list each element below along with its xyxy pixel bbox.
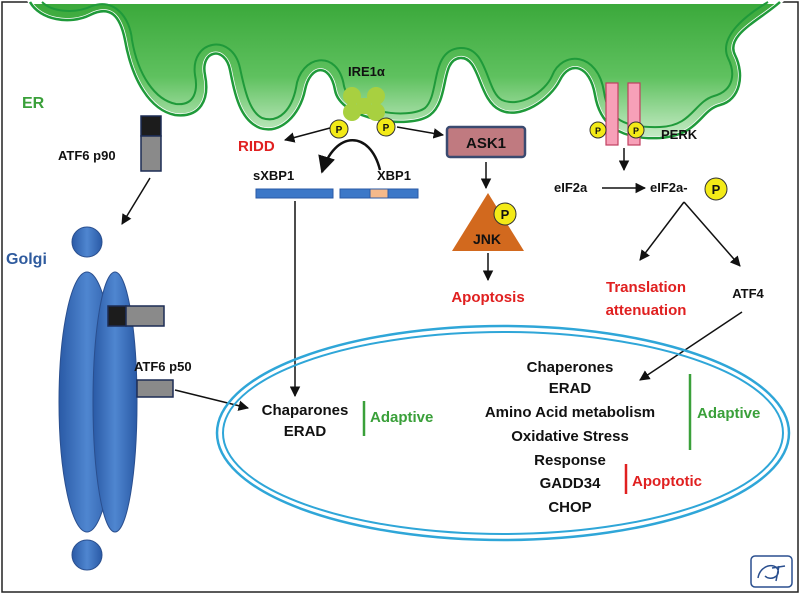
golgi-apparatus xyxy=(58,226,138,571)
sxbp1-label: sXBP1 xyxy=(253,168,294,183)
ask1-label: ASK1 xyxy=(466,135,506,152)
svg-text:P: P xyxy=(501,207,510,222)
list-item: ERAD xyxy=(284,423,327,440)
atf6-in-golgi xyxy=(107,305,165,327)
atf6-to-golgi-arrow xyxy=(121,177,151,225)
nucleus-right-list: Chaperones ERAD Amino Acid metabolism Ox… xyxy=(485,359,655,516)
apoptosis-label: Apoptosis xyxy=(451,289,524,306)
eif2a-p-label: eIF2a- xyxy=(650,180,688,195)
svg-text:P: P xyxy=(595,126,601,136)
list-item: CHOP xyxy=(548,499,591,516)
ire1a-dimer xyxy=(343,87,385,121)
adaptive-tag-left: Adaptive xyxy=(370,409,433,426)
publisher-logo-icon xyxy=(750,555,793,588)
atf6-p50-to-nucleus-arrow xyxy=(174,389,250,411)
eif2a-to-translation-arrow xyxy=(639,201,685,261)
ire1a-phospho-left: P xyxy=(329,119,349,139)
atf6-p90-label: ATF6 p90 xyxy=(58,148,116,163)
svg-text:P: P xyxy=(336,125,343,136)
perk-label: PERK xyxy=(661,127,698,142)
translation-label-line1: Translation xyxy=(606,279,686,296)
list-item: ERAD xyxy=(549,380,592,397)
atf4-to-nucleus-arrow xyxy=(639,311,743,381)
nucleus-left-list: Chaparones ERAD xyxy=(262,402,349,440)
ridd-label: RIDD xyxy=(238,138,275,155)
jnk-label: JNK xyxy=(473,231,501,247)
xbp1-splicing-arrow xyxy=(318,139,382,174)
jnk-triangle xyxy=(452,193,524,251)
svg-text:P: P xyxy=(712,182,721,197)
list-item: Chaparones xyxy=(262,402,349,419)
atf6-p50-label: ATF6 p50 xyxy=(134,359,192,374)
perk-phospho-right: P xyxy=(627,121,645,139)
ire1a-phospho-right: P xyxy=(376,117,396,137)
xbp1-label: XBP1 xyxy=(377,168,411,183)
atf6-p50-protein xyxy=(136,379,174,398)
translation-label-line2: attenuation xyxy=(606,302,687,319)
ire1a-to-ask1-arrow xyxy=(396,126,445,139)
ask1-box xyxy=(445,125,527,159)
svg-text:P: P xyxy=(633,126,639,136)
perk-phospho-left: P xyxy=(589,121,607,139)
nucleus xyxy=(215,324,791,542)
er-label: ER xyxy=(22,95,45,112)
list-item: Response xyxy=(534,452,606,469)
jnk-phospho: P xyxy=(493,202,517,226)
svg-text:P: P xyxy=(383,123,390,134)
ire1a-to-ridd-arrow xyxy=(283,127,331,143)
list-item: Oxidative Stress xyxy=(511,428,629,445)
golgi-label: Golgi xyxy=(6,251,47,268)
atf6-p90-protein xyxy=(140,115,162,172)
eif2a-to-atf4-arrow xyxy=(683,201,741,267)
xbp1-mrna xyxy=(339,188,419,199)
atf4-label: ATF4 xyxy=(732,286,764,301)
list-item: GADD34 xyxy=(540,475,602,492)
eif2a-phospho: P xyxy=(704,177,728,201)
er-membrane xyxy=(26,0,786,141)
list-item: Chaperones xyxy=(527,359,614,376)
eif2a-label: eIF2a xyxy=(554,180,588,195)
list-item: Amino Acid metabolism xyxy=(485,404,655,421)
adaptive-tag-right: Adaptive xyxy=(697,405,760,422)
apoptotic-tag: Apoptotic xyxy=(632,473,702,490)
sxbp1-mrna xyxy=(255,188,334,199)
ire1a-label: IRE1α xyxy=(348,64,385,79)
